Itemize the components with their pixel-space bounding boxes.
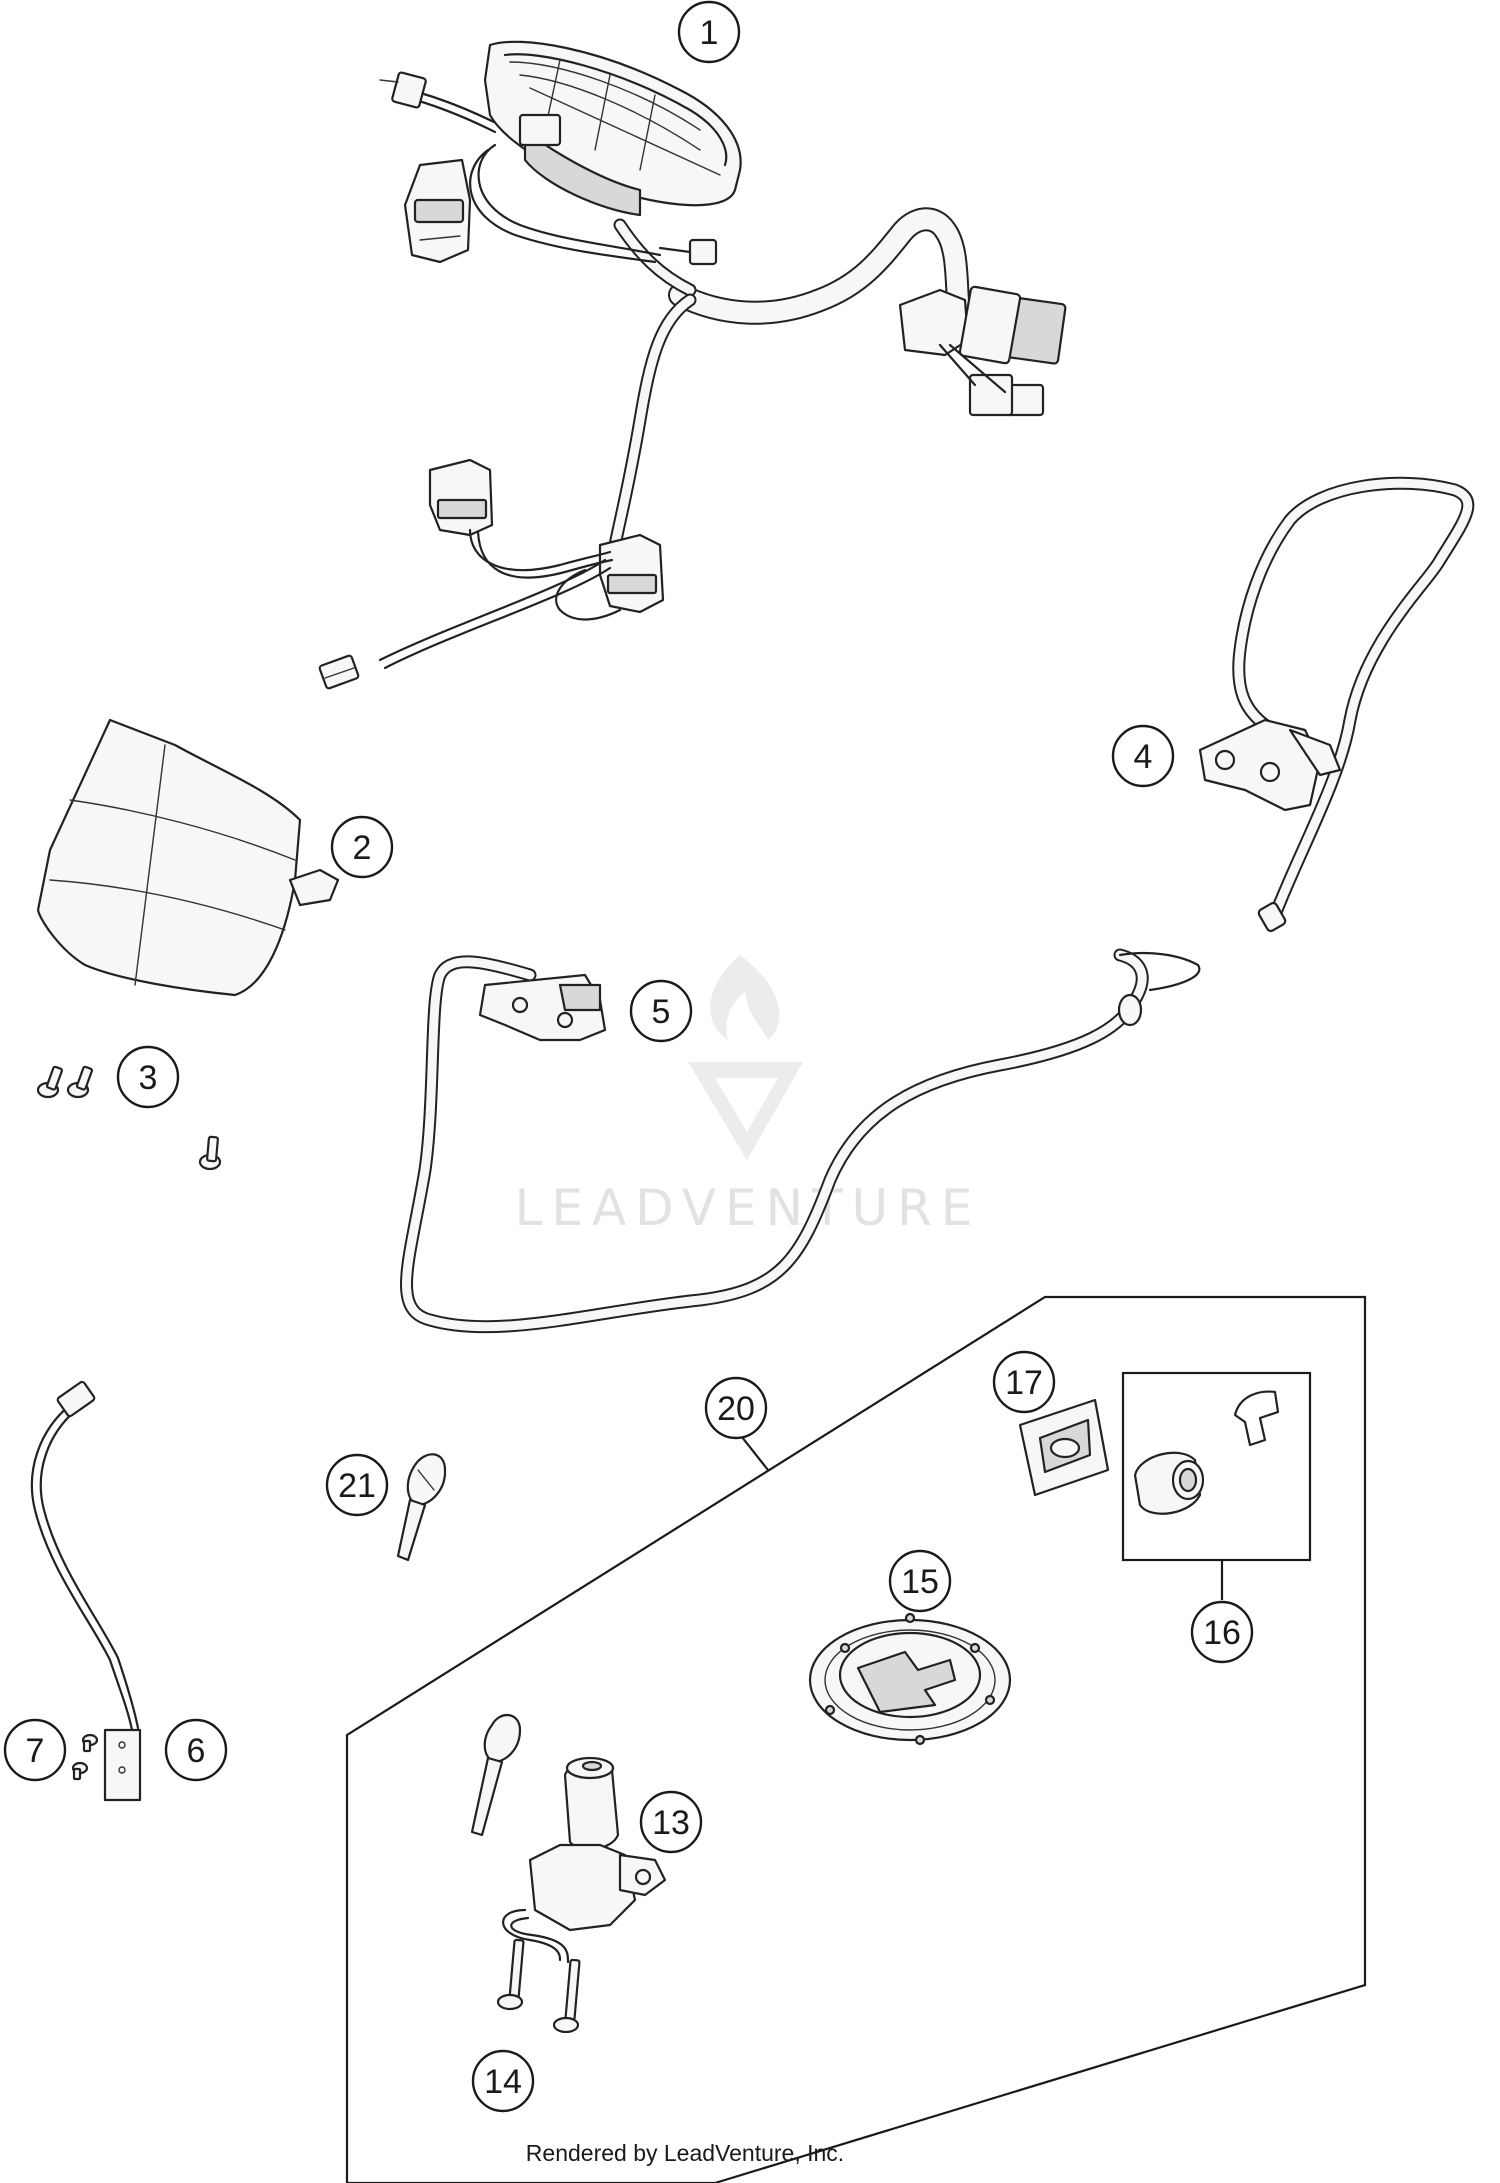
part-21-key: [396, 1453, 447, 1562]
screw: [81, 1733, 99, 1753]
connector: [598, 533, 665, 614]
svg-text:20: 20: [717, 1390, 755, 1428]
screw: [198, 1135, 222, 1171]
footer: Rendered by LeadVenture, Inc.: [526, 2140, 844, 2166]
svg-text:3: 3: [139, 1059, 158, 1097]
callout-1: 1: [677, 0, 741, 64]
callout-15: 15: [888, 1549, 952, 1613]
svg-text:21: 21: [338, 1467, 376, 1505]
screw: [66, 1065, 93, 1099]
svg-text:6: 6: [187, 1732, 206, 1770]
screw: [552, 1958, 581, 2034]
screw: [71, 1761, 89, 1781]
screw: [496, 1938, 525, 2011]
footer-credit: Rendered by LeadVenture, Inc.: [526, 2140, 844, 2166]
svg-text:16: 16: [1203, 1614, 1241, 1652]
part-17-cover-plate: [1018, 1398, 1110, 1497]
connector: [403, 158, 472, 264]
connector-group-right: [898, 285, 1067, 417]
part-15-fuel-cap: [808, 1612, 1012, 1746]
connector: [658, 238, 718, 266]
callout-21: 21: [325, 1453, 389, 1517]
screw: [36, 1065, 63, 1099]
svg-text:13: 13: [652, 1804, 690, 1842]
callout-3: 3: [116, 1045, 180, 1109]
watermark: LEADVENTURE: [515, 955, 982, 1237]
callout-6: 6: [164, 1718, 228, 1782]
connector: [428, 458, 494, 537]
callout-16: 16: [1190, 1600, 1254, 1664]
callout-20: 20: [704, 1376, 768, 1440]
callout-7: 7: [3, 1718, 67, 1782]
connector: [379, 71, 427, 109]
ignition-key: [470, 1714, 522, 1837]
part-5-seat-lock-cable: [400, 948, 1201, 1334]
svg-text:7: 7: [26, 1732, 45, 1770]
part-2-headlight-mask: [36, 718, 340, 997]
svg-text:15: 15: [901, 1563, 939, 1601]
connector: [318, 654, 360, 690]
svg-text:17: 17: [1005, 1364, 1043, 1402]
watermark-brand: LEADVENTURE: [515, 1179, 982, 1237]
part-13-ignition-lock: [470, 1714, 667, 1964]
callouts: 1 2 3 4 5 6 7 13: [3, 0, 1254, 2113]
svg-text:5: 5: [652, 993, 671, 1031]
svg-text:2: 2: [353, 829, 372, 867]
part-16-lock-cylinder: [1121, 1371, 1312, 1600]
part-7-screws: [71, 1733, 99, 1781]
svg-text:4: 4: [1134, 738, 1153, 776]
part-4-bracket-cable: [1198, 476, 1475, 933]
svg-text:14: 14: [484, 2063, 522, 2101]
flame-v-logo-icon: [688, 955, 803, 1160]
instrument-cluster: [483, 40, 742, 217]
part-1-dashboard-harness: [318, 40, 1067, 690]
callout-14: 14: [471, 2049, 535, 2113]
part-14-screws: [496, 1938, 581, 2034]
callout-4: 4: [1111, 724, 1175, 788]
callout-2: 2: [330, 815, 394, 879]
callout-17: 17: [992, 1350, 1056, 1414]
callout-13: 13: [639, 1790, 703, 1854]
svg-text:1: 1: [700, 14, 719, 52]
part-3-screws: [36, 1065, 222, 1171]
part-6-sensor-cable: [30, 1380, 142, 1802]
callout-5: 5: [629, 979, 693, 1043]
